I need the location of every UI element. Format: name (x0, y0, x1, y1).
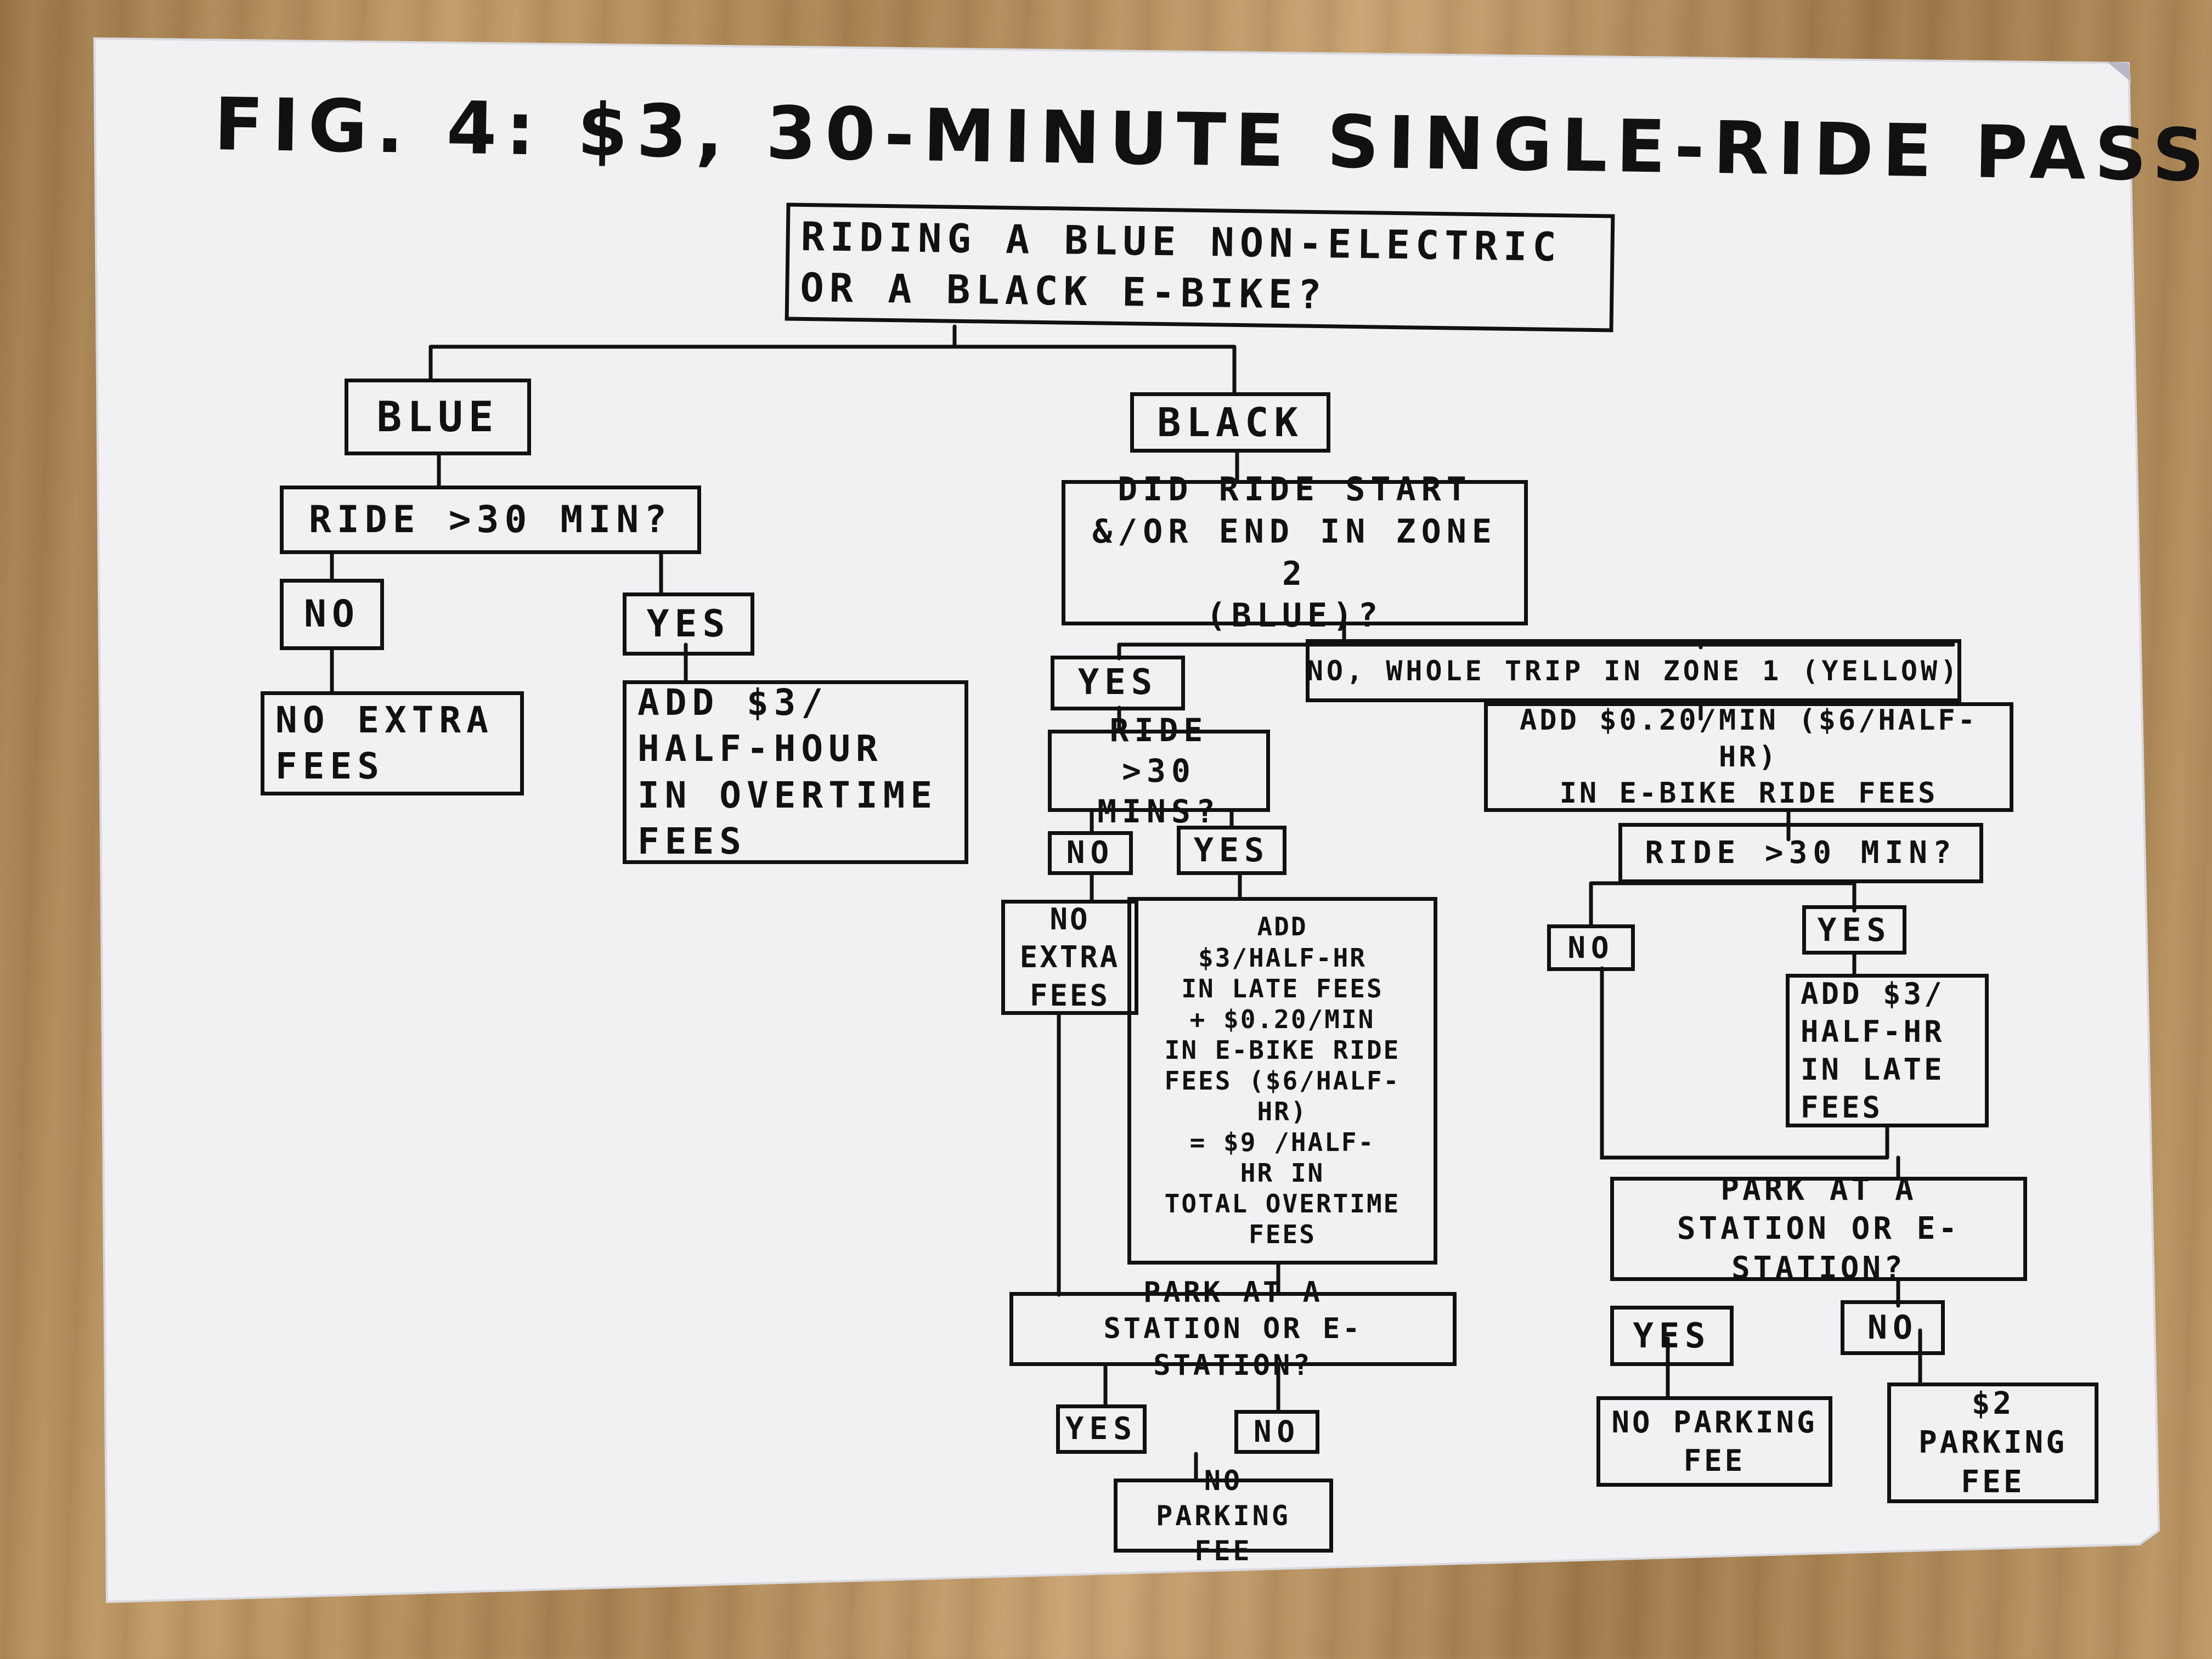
node-zone1-ebike-fees: Add $0.20/min ($6/half-hr) in e-bike rid… (1484, 702, 2013, 812)
node-zone2-no: No (1048, 831, 1133, 875)
node-zone2-ride-question: Ride >30 mins? (1048, 712, 1270, 830)
node-zone2-park-yes: Yes (1056, 1404, 1147, 1454)
node-blue-yes: Yes (623, 592, 754, 656)
node-zone1-park-yes: Yes (1610, 1306, 1734, 1366)
node-zone1-late-fees: Add $3/ half-hr in late fees (1786, 974, 1989, 1127)
node-zone1-no: No (1547, 924, 1635, 971)
node-blue-no-extra-fees: No extra fees (261, 691, 524, 795)
node-zone1-no: No, whole trip in zone 1 (yellow) (1306, 639, 1961, 702)
node-blue-no: No (280, 579, 384, 650)
node-zone2-park-question: Park at a station or e-station? (1009, 1276, 1457, 1382)
node-zone2-yes-answer: Yes (1177, 826, 1286, 875)
node-blue: Blue (345, 379, 531, 455)
node-zone1-ride-question: Ride >30 min? (1618, 823, 1983, 883)
node-blue-ride-question: Ride >30 min? (280, 486, 701, 554)
node-zone2-overtime-fees: Add $3/half-hr in late fees + $0.20/min … (1127, 897, 1437, 1265)
node-zone1-parking-fee: $2 parking fee (1887, 1383, 2098, 1503)
node-zone2-no-extra-fees: No extra fees (1001, 900, 1138, 1015)
node-blue-overtime-fees: Add $3/ half-hour in overtime fees (623, 680, 968, 864)
node-zone2-park-no: No (1234, 1410, 1319, 1454)
node-zone1-yes: Yes (1802, 905, 1906, 955)
node-black: Black (1130, 392, 1330, 453)
node-zone1-no-parking-fee: No parking fee (1596, 1396, 1832, 1487)
node-zone1-park-question: Park at a station or e-station? (1610, 1172, 2027, 1286)
node-zone2-yes: Yes (1051, 656, 1185, 710)
node-zone-question: Did ride start &/or end in zone 2 (blue)… (1062, 470, 1528, 635)
node-root-question: Riding a blue non-electric or a black e-… (785, 202, 1615, 332)
node-zone2-no-parking-fee: No parking fee (1114, 1465, 1333, 1567)
node-zone1-park-no: No (1841, 1300, 1945, 1355)
